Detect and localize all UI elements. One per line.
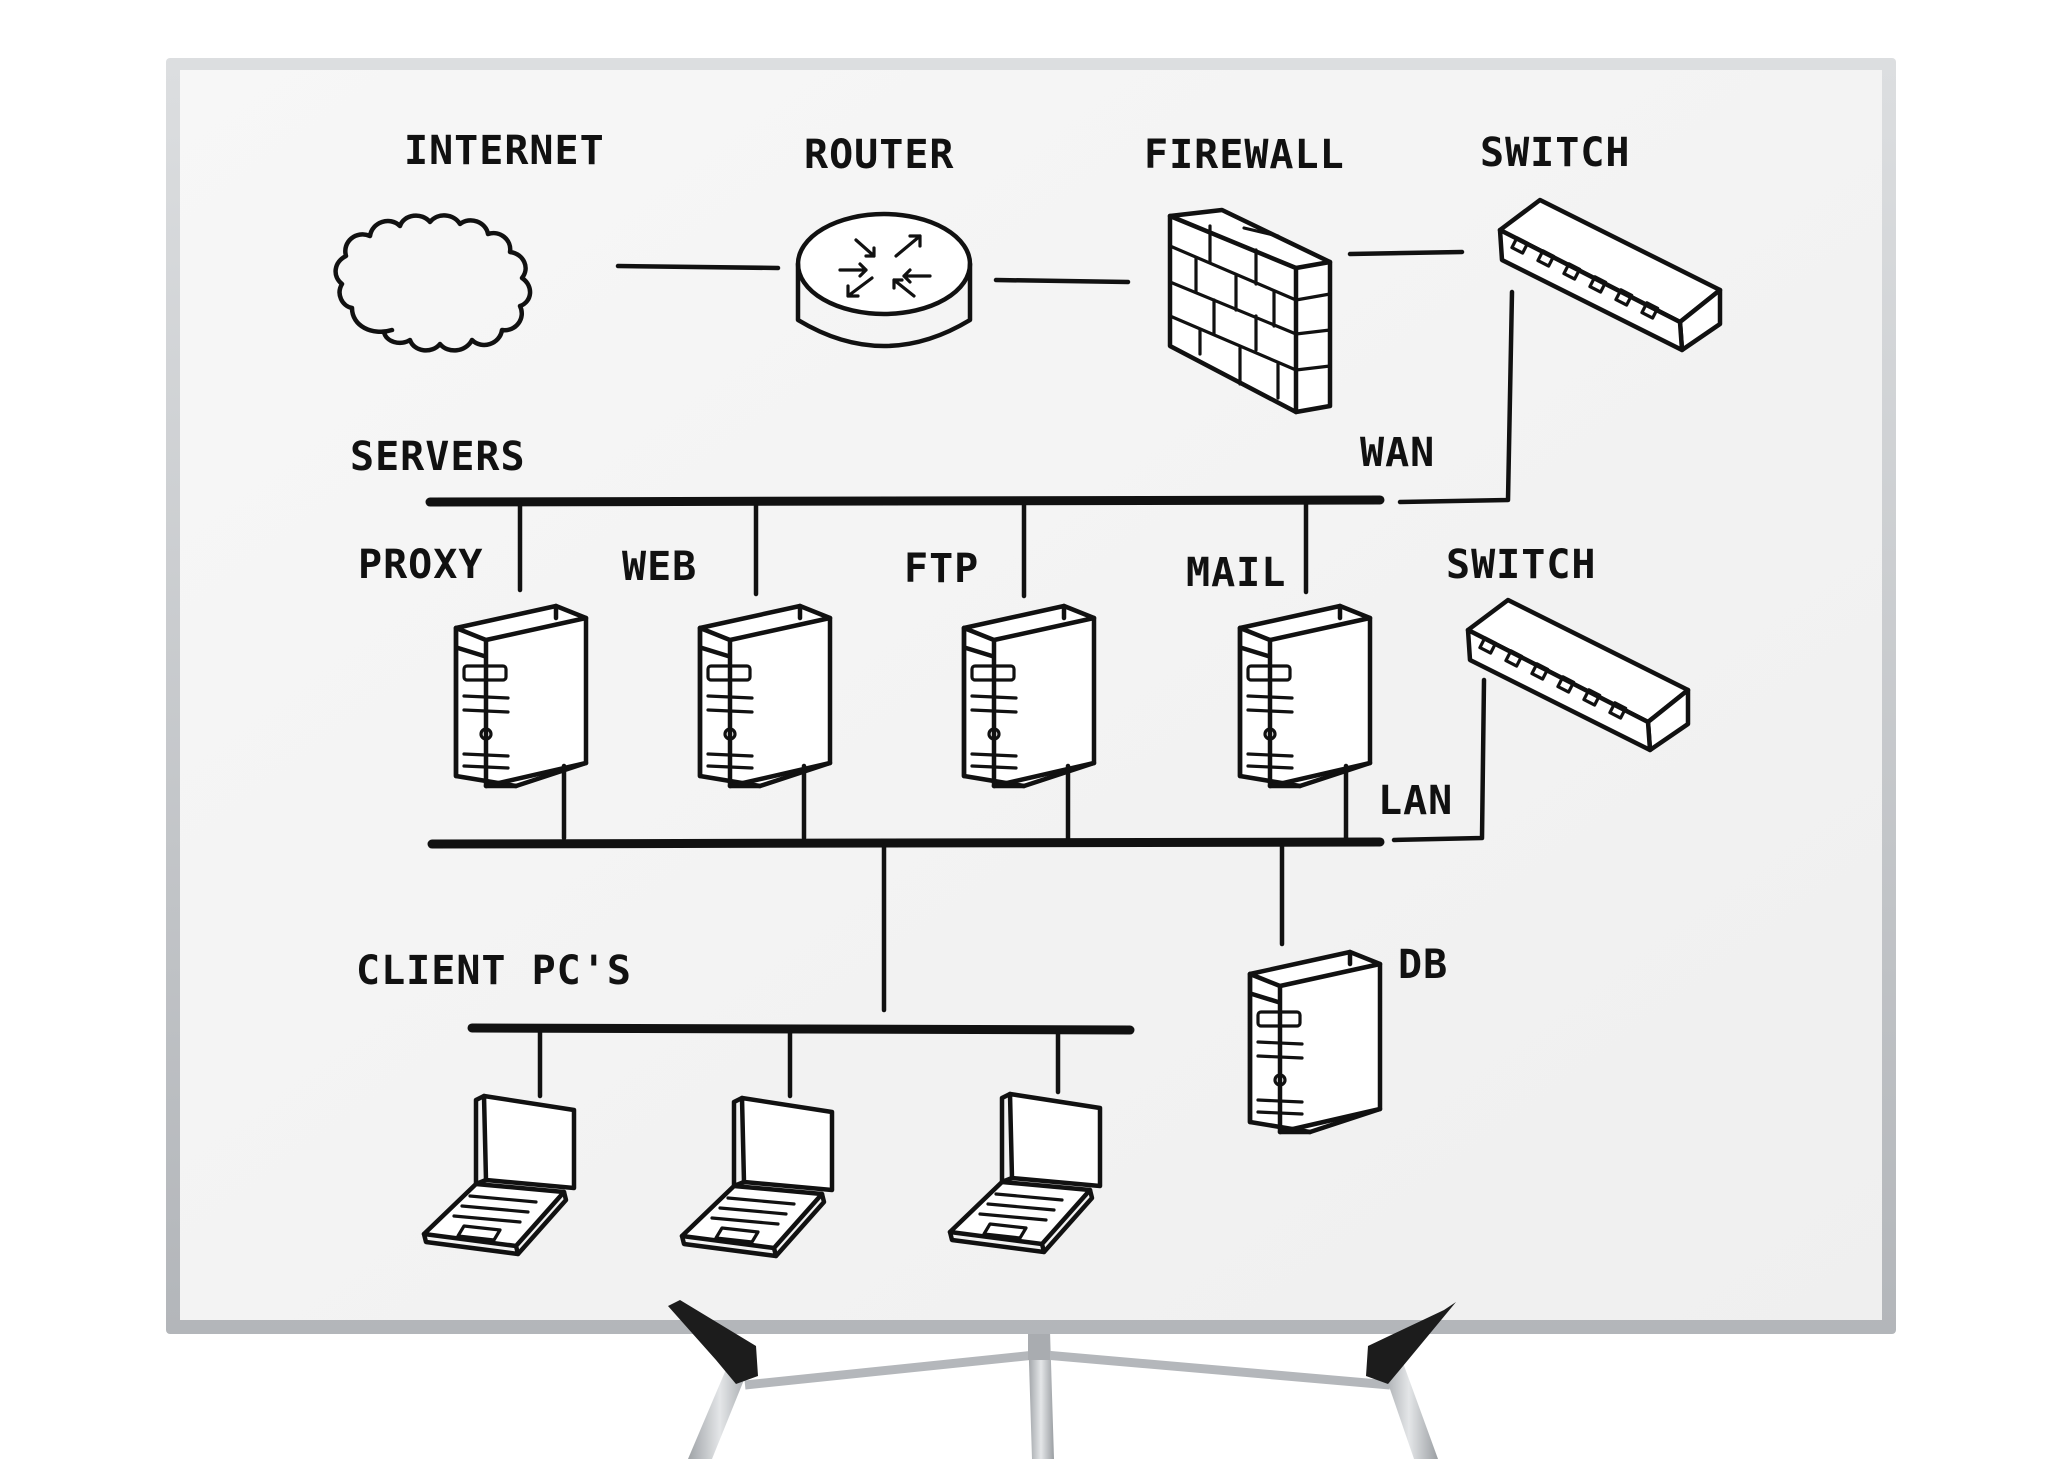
label-web: WEB — [622, 544, 697, 590]
board-clip-right — [1366, 1302, 1456, 1384]
easel-crossbar-right — [1044, 1350, 1391, 1390]
label-lan: LAN — [1378, 778, 1453, 824]
lan-bus — [427, 837, 1385, 849]
easel-stand — [688, 1320, 1438, 1459]
label-clients: CLIENT PC'S — [356, 948, 632, 994]
server-tower-icon — [1240, 606, 1370, 786]
easel-leg-right — [1380, 1360, 1438, 1459]
label-router: ROUTER — [804, 132, 955, 178]
server-tower-icon — [964, 606, 1094, 786]
link-internet-router — [615, 263, 781, 271]
client-drop-lines — [537, 1029, 1061, 1099]
server-lan-lines — [561, 763, 1349, 841]
cloud-icon — [333, 213, 533, 353]
server-tower-icon — [1250, 952, 1380, 1132]
label-firewall: FIREWALL — [1144, 132, 1345, 178]
servers-bus — [425, 495, 1385, 507]
link-firewall-switch — [1347, 249, 1465, 257]
label-switch-wan: SWITCH — [1480, 130, 1631, 176]
easel-leg-center — [1028, 1330, 1054, 1459]
label-ftp: FTP — [904, 546, 979, 592]
label-servers: SERVERS — [350, 434, 526, 480]
label-proxy: PROXY — [358, 542, 483, 588]
label-internet: INTERNET — [404, 128, 605, 174]
server-tower-icon — [456, 606, 586, 786]
server-drop-lines — [517, 501, 1309, 599]
label-mail: MAIL — [1186, 550, 1286, 596]
clients-bus — [467, 1023, 1135, 1035]
server-tower-icon — [700, 606, 830, 786]
link-router-firewall — [993, 277, 1131, 285]
board-clip-left — [668, 1300, 758, 1384]
router-icon — [795, 211, 973, 349]
easel-leg-left — [688, 1360, 752, 1459]
wan-uplink — [1397, 289, 1515, 505]
firewall-brick-icon — [1167, 207, 1333, 415]
label-switch-lan: SWITCH — [1446, 542, 1597, 588]
label-wan: WAN — [1360, 430, 1435, 476]
label-db: DB — [1398, 942, 1448, 988]
easel-crossbar-left — [744, 1350, 1036, 1390]
lan-uplink — [1391, 677, 1487, 843]
